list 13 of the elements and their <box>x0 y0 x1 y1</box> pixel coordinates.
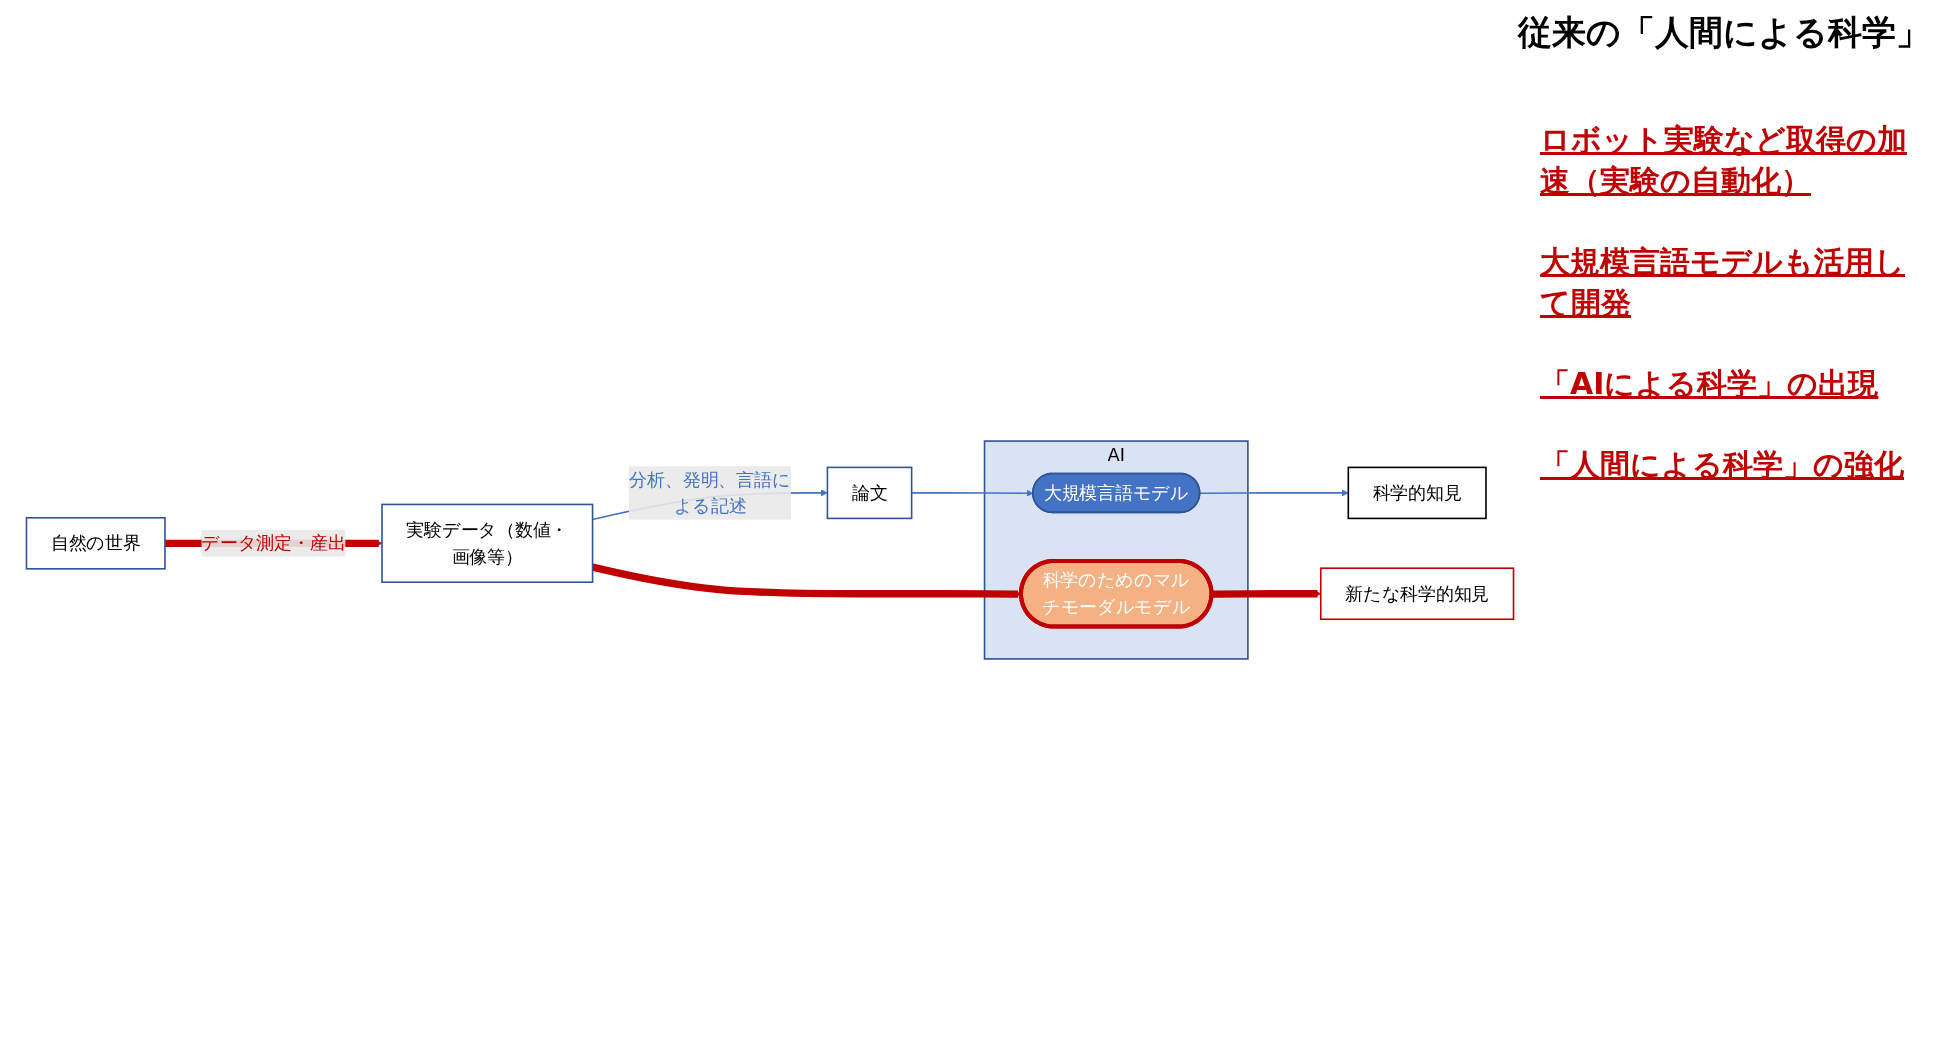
note: 「AIによる科学」の出現 <box>1540 365 1880 403</box>
note: ロボット実験など取得の加速（実験の自動化） <box>1540 121 1908 200</box>
edge-label: 分析、発明、言語による記述 <box>629 469 791 517</box>
node-box: 新たな科学的知見 <box>1319 567 1515 621</box>
title: 従来の「人間による科学」 <box>1518 11 1930 54</box>
note: 「人間による科学」の強化 <box>1540 446 1905 484</box>
note: 大規模言語モデルも活用して開発 <box>1540 243 1906 322</box>
node-box: 論文 <box>826 466 913 520</box>
edge-label: データ測定・産出 <box>201 533 346 554</box>
arrow <box>1199 489 1349 497</box>
node-box: 自然の世界 <box>25 517 166 570</box>
node-box: 実験データ（数値・画像等） <box>381 503 594 583</box>
node-box: 科学的知見 <box>1347 466 1487 520</box>
